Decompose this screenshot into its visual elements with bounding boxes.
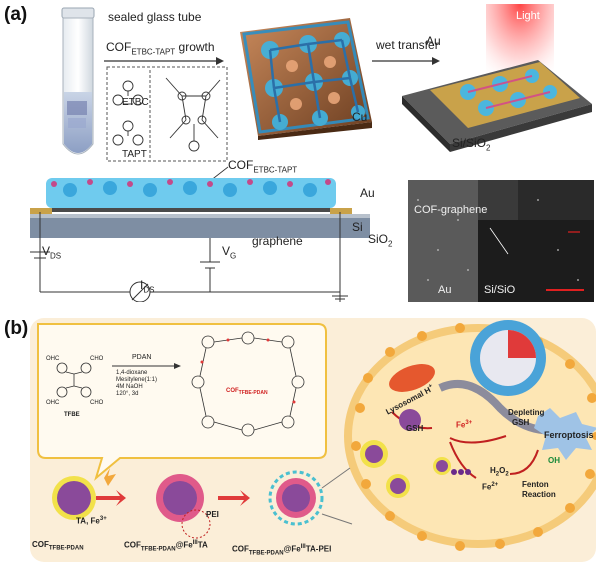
np2-label: COFTFBE-PDAN@FeIIITA — [124, 540, 208, 553]
growth-arrow — [104, 57, 224, 65]
fe2-label: Fe2+ — [482, 482, 499, 492]
wet-transfer-arrow — [372, 57, 440, 65]
vg-label: VG — [222, 244, 237, 261]
reagent-label: PDAN — [132, 354, 152, 361]
conditions-4: 120°, 3d — [116, 391, 139, 397]
panel-b-label: (b) — [4, 318, 29, 339]
tapt-label: TAPT — [122, 149, 147, 160]
depleting-label: Depleting — [508, 408, 545, 417]
light-label: Light — [516, 10, 540, 22]
si-sio2-label: Si/SiO2 — [452, 136, 491, 153]
np1-label: COFTFBE-PDAN — [32, 540, 84, 552]
sio2-label: SiO2 — [368, 232, 393, 249]
chem-cho-2: CHO — [90, 356, 104, 362]
sem-image — [408, 180, 594, 302]
panel-a-label: (a) — [4, 4, 28, 25]
product-label: COFTFBE-PDAN — [226, 388, 268, 397]
sem-si-sio-label: Si/SiO — [484, 284, 516, 296]
reaction-label: Reaction — [522, 490, 556, 499]
device-with-light-illustration — [402, 4, 592, 152]
graphene-label: graphene — [252, 234, 303, 248]
step1-label: TA, Fe3+ — [76, 516, 107, 526]
au-top-label: Au — [426, 34, 441, 48]
cof-network-structure — [191, 331, 305, 437]
conditions-2: Mesitylene(1:1) — [116, 377, 158, 383]
vds-label: VDS — [42, 244, 62, 261]
au-bottom-label: Au — [360, 186, 375, 200]
conditions-1: 1,4-dioxane — [116, 370, 148, 376]
chem-cho-4: CHO — [90, 400, 104, 406]
panel-b-background — [30, 318, 596, 562]
chem-ohc-1: OHC — [46, 356, 60, 362]
cof-etbc-tapt-label: COFETBC-TAPT — [228, 158, 298, 175]
cu-label: Cu — [352, 110, 368, 124]
np3-label: COFTFBE-PDAN@FeIIITA-PEI — [232, 544, 332, 557]
wet-transfer-label: wet transfer — [376, 38, 439, 52]
synthesis-arrow — [112, 363, 181, 369]
chem-tfbe-label: TFBE — [64, 412, 80, 418]
growth-label: COFETBC-TAPT growth — [106, 40, 215, 57]
sem-au-label: Au — [438, 284, 452, 296]
tfbe-structure — [56, 362, 92, 398]
ferroptosis-label: Ferroptosis — [544, 430, 594, 440]
step2-label: PEI — [206, 510, 219, 519]
tube-label: sealed glass tube — [108, 10, 202, 24]
gsh-label: GSH — [406, 424, 424, 433]
glass-tube-illustration — [61, 7, 95, 155]
etbc-label: ETBC — [122, 97, 149, 108]
ids-label: IDS — [140, 278, 155, 295]
fenton-label: Fenton — [522, 480, 549, 489]
depleting-gsh-label: GSH — [512, 418, 530, 427]
conditions-3: 4M NaOH — [116, 384, 143, 390]
h2o2-label: H2O2 — [490, 466, 509, 478]
chem-ohc-3: OHC — [46, 400, 60, 406]
sem-cof-graphene-label: COF-graphene — [414, 204, 488, 216]
fe3-label: Fe3+ — [456, 420, 473, 430]
oh-label: OH — [548, 456, 560, 465]
cof-on-cu-illustration — [240, 18, 372, 140]
si-label: Si — [352, 220, 363, 234]
monomer-structures — [106, 66, 228, 162]
device-cross-section — [30, 178, 370, 302]
